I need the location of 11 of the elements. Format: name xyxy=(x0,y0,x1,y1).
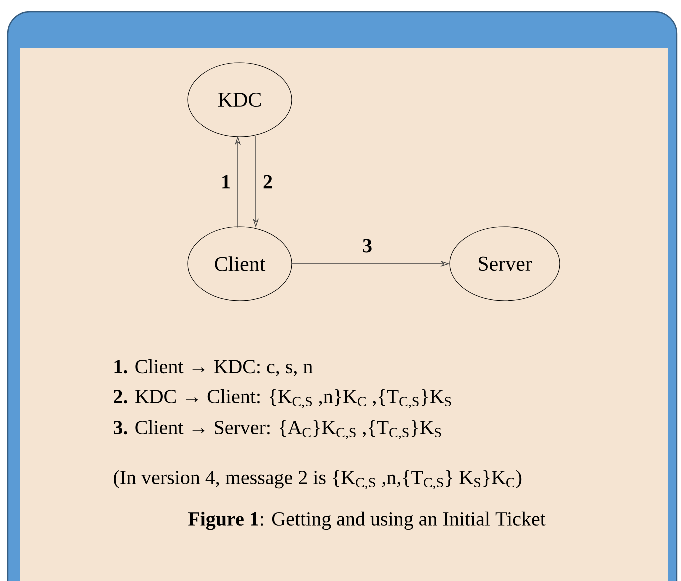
message-text: 3. Client → Server: {A$_{C}$}K$_{C,S}$ ,{T$_{C,S}$}K$_{S}$ xyxy=(114,420,442,440)
message-text: 1. Client → KDC: c, s, n xyxy=(114,360,313,376)
ellipse-node: Client xyxy=(188,226,292,302)
ellipse-node: Server xyxy=(450,226,560,302)
message-text: (In version 4, message 2 is {K$_{C,S}$ ,n,{T$_{C,S}$} K$_{S}$}K$_{C}$) xyxy=(114,470,522,490)
figure-caption: Figure 1: Getting and using an Initial Ticket xyxy=(188,512,546,530)
message-text: 2. KDC → Client: {K$_{C,S}$ ,n}K$_{C}$ ,{T$_{C,S}$}K$_{S}$ xyxy=(114,389,452,409)
edge-label: 3 xyxy=(362,238,374,254)
ellipse-node: KDC xyxy=(188,62,292,138)
edge-label: 1 xyxy=(220,174,232,190)
edge-label: 2 xyxy=(262,174,274,190)
